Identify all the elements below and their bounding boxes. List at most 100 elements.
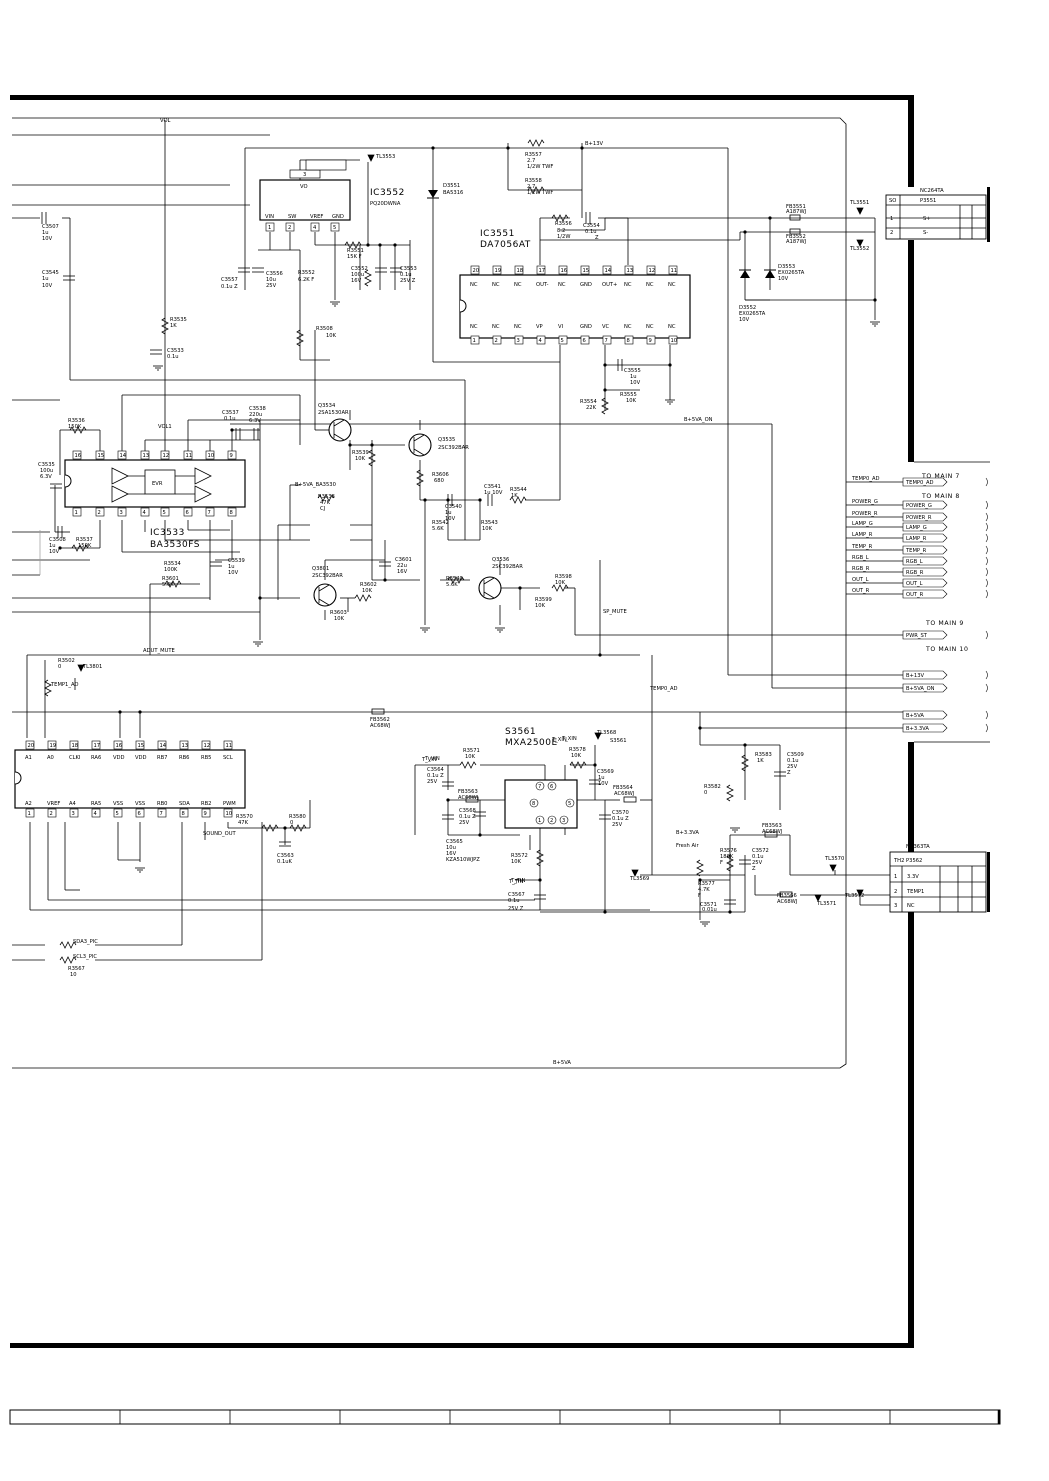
power-port-label: B+5VA_ON (906, 686, 935, 692)
icmain-bot-pin-num: 4 (94, 811, 98, 817)
component-label: R3601 (162, 576, 179, 582)
component-label: AC68WJ (777, 899, 798, 905)
junction-dots (58, 146, 877, 914)
component-label: D3551 (443, 183, 460, 189)
component-label: R3583 (755, 752, 772, 758)
icmain-top-pin-num: 18 (72, 743, 79, 749)
component-label: 10K (555, 580, 566, 586)
component-label: R3540 (446, 576, 463, 582)
ic3552-pin-5: 5 (333, 225, 336, 231)
component-label: FB3566 (777, 893, 797, 899)
component-label: R3571 (463, 748, 480, 754)
ic3551-top-pin-name: NC (492, 282, 500, 288)
power-port-arrow (902, 670, 948, 680)
component-label: FB3563 (458, 789, 478, 795)
icmain-top-pin-num: 17 (94, 743, 101, 749)
component-label: R3576 (720, 848, 737, 854)
ic3533-evr-label: EVR (152, 481, 163, 487)
component-label: C3563 (277, 853, 294, 859)
component-label: 6.3V (40, 474, 52, 480)
offpage-port-label: OUT_R (906, 592, 924, 598)
ic3551-top-pin-num: 15 (583, 268, 590, 274)
component-label: 1u (42, 276, 49, 282)
component-label: SCL3_PIC (73, 954, 97, 960)
component-label: 10V (445, 516, 456, 522)
offpage-port-label: TEMP_R (905, 548, 927, 554)
main-microcontroller: 20A119A018CLKI17RA616VDD15VDD14RB713RB61… (14, 740, 246, 818)
icmain-bot-pin-name: RB2 (201, 801, 211, 807)
component-label: TL3553 (375, 154, 395, 160)
component-label: 4.7K (698, 887, 710, 893)
offpage-port-arrow (902, 545, 948, 555)
icmain-top-pin-num: 13 (182, 743, 189, 749)
icmain-top-pin-num: 16 (116, 743, 123, 749)
heading-to-main-7: TO MAIN 7 (921, 473, 960, 480)
q3534-ref: Q3534 (318, 403, 336, 409)
offpage-port-label: TEMP0_AD (905, 480, 934, 486)
icmain-top-pin-name: VDD (113, 755, 125, 761)
component-label: 0.1u (787, 758, 799, 764)
icmain-bot-pin-name: VSS (113, 801, 123, 807)
offpage-port-arrow (902, 567, 948, 577)
ic3551-bot-pin-num: 6 (583, 338, 586, 344)
ic3533-bot-pin-num: 7 (208, 510, 211, 516)
p3562-header: TH2 P3562 (893, 858, 922, 864)
p3562-row3-num: 3 (894, 903, 897, 909)
p3562-row3-signal: NC (907, 903, 915, 909)
component-label: C3570 (612, 810, 629, 816)
component-label: 6.2K F (298, 277, 314, 283)
icmain-bot-pin-num: 10 (226, 811, 233, 817)
component-label: C3541 (484, 484, 501, 490)
icmain-bot-pin-name: A4 (69, 801, 77, 807)
component-label: 5.6K (446, 582, 458, 588)
offpage-port-label: OUT_L (906, 581, 923, 587)
icmain-top-pin-num: 12 (204, 743, 211, 749)
offpage-port-label: POWER_G (906, 503, 932, 509)
offpage-port-arrow (902, 589, 948, 599)
offpage-net-label: OUT_R (852, 588, 870, 594)
heading-to-main-8: TO MAIN 8 (921, 493, 960, 500)
component-label: 10K (355, 456, 366, 462)
component-label: 0.1u Z (427, 773, 444, 779)
component-label: SP_MUTE (603, 609, 627, 615)
p3562-row1-signal: 3.3V (907, 874, 919, 880)
ic3533-bot-pin-num: 1 (75, 510, 78, 516)
component-label: R3544 (510, 487, 528, 493)
offpage-port-arrow (902, 556, 948, 566)
ic3552-top-pin: 3 (303, 172, 306, 178)
component-label: R3555 (620, 392, 637, 398)
component-label: T_XIN (561, 736, 577, 742)
ic3551-top-pin-num: 20 (473, 268, 480, 274)
component-label: AC68WJ (458, 795, 479, 801)
q3801-part: 2SC392BAR (312, 573, 343, 579)
component-label: B+5VA (553, 1060, 571, 1066)
component-label: 0 (704, 790, 707, 796)
connector-p3562: NC363TA TH2 P3562 1 3.3V 2 TEMP1 3 NC (889, 844, 987, 913)
component-label: R3536 (68, 418, 85, 424)
ic3551-top-pin-num: 14 (605, 268, 612, 274)
component-label: 1u (42, 230, 49, 236)
p3562-row1-num: 1 (894, 874, 897, 880)
component-label: FB3552 (786, 234, 806, 240)
title-block-table (9, 1409, 1001, 1425)
s3561-pin-7: 7 (538, 784, 541, 790)
ic3551-bot-pin-name: VP (536, 324, 543, 330)
diodes (427, 190, 776, 278)
ic3533-top-pin-num: 9 (230, 453, 233, 459)
icmain-bot-pin-name: A2 (25, 801, 32, 807)
component-label: VOL (160, 118, 171, 124)
ic3551-bot-pin-num: 7 (605, 338, 608, 344)
s3561-pin-8: 8 (532, 801, 535, 807)
component-label: 1/2W (557, 234, 570, 240)
component-label: 1K (170, 323, 177, 329)
component-label: 0.01u (702, 907, 717, 913)
component-label: EX0265TA (739, 311, 766, 317)
offpage-port-arrow (902, 533, 948, 543)
component-label: R3603 (330, 610, 347, 616)
component-label: C3552 (351, 266, 368, 272)
p3562-row2-num: 2 (894, 889, 897, 895)
wires (12, 117, 905, 1069)
component-label: B+3.3VA (676, 830, 699, 836)
component-label: Z (787, 770, 791, 776)
power-port-label: PWR_ST (906, 633, 928, 639)
